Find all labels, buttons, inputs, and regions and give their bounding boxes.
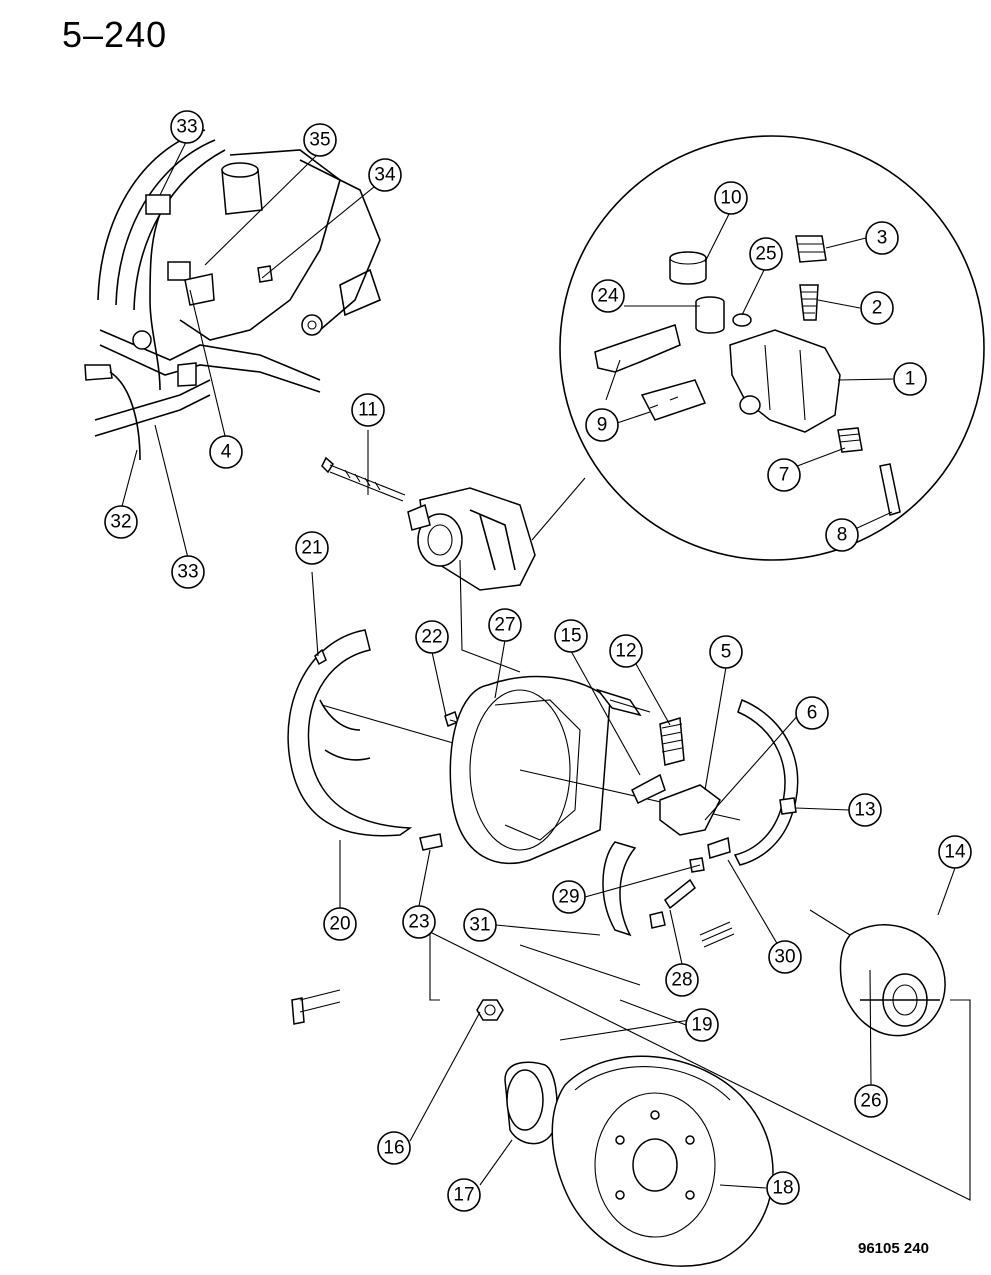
svg-text:4: 4 xyxy=(221,442,232,463)
svg-text:2: 2 xyxy=(872,298,883,319)
callout-31: 31 xyxy=(463,908,497,942)
svg-text:17: 17 xyxy=(453,1185,474,1206)
callout-9: 9 xyxy=(585,408,619,442)
callout-6: 6 xyxy=(795,696,829,730)
svg-text:23: 23 xyxy=(408,912,429,933)
callout-14: 14 xyxy=(938,835,972,869)
callout-13: 13 xyxy=(848,793,882,827)
caliper-assembly xyxy=(321,456,586,673)
svg-text:21: 21 xyxy=(301,538,322,559)
svg-text:27: 27 xyxy=(494,615,515,636)
callout-33-a: 33 xyxy=(170,110,204,144)
svg-text:33: 33 xyxy=(176,117,197,138)
callout-1: 1 xyxy=(893,362,927,396)
svg-text:20: 20 xyxy=(329,914,350,935)
callout-8: 8 xyxy=(825,518,859,552)
svg-text:25: 25 xyxy=(755,244,776,265)
svg-text:12: 12 xyxy=(615,641,636,662)
svg-text:1: 1 xyxy=(905,369,916,390)
callout-32: 32 xyxy=(104,505,138,539)
hub-and-rotor xyxy=(291,924,946,1267)
callout-10: 10 xyxy=(714,181,748,215)
callout-24: 24 xyxy=(591,279,625,313)
svg-text:22: 22 xyxy=(421,627,442,648)
svg-text:26: 26 xyxy=(860,1091,881,1112)
caliper-detail-circle xyxy=(559,135,985,561)
callout-19: 19 xyxy=(685,1008,719,1042)
callout-29: 29 xyxy=(552,880,586,914)
callout-17: 17 xyxy=(447,1178,481,1212)
callout-4: 4 xyxy=(209,435,243,469)
callout-3: 3 xyxy=(865,221,899,255)
svg-text:28: 28 xyxy=(671,970,692,991)
callout-5: 5 xyxy=(709,635,743,669)
callout-12: 12 xyxy=(609,634,643,668)
svg-text:29: 29 xyxy=(558,887,579,908)
callout-28: 28 xyxy=(665,963,699,997)
callout-34: 34 xyxy=(368,158,402,192)
svg-text:13: 13 xyxy=(854,800,875,821)
svg-text:11: 11 xyxy=(358,400,378,421)
svg-text:9: 9 xyxy=(597,415,608,436)
svg-text:19: 19 xyxy=(691,1015,712,1036)
callout-7: 7 xyxy=(767,458,801,492)
svg-text:8: 8 xyxy=(837,525,848,546)
callout-11: 11 xyxy=(351,393,385,427)
svg-text:30: 30 xyxy=(774,947,795,968)
svg-text:32: 32 xyxy=(110,512,131,533)
svg-text:3: 3 xyxy=(877,228,888,249)
callout-22: 22 xyxy=(415,620,449,654)
callout-25: 25 xyxy=(749,237,783,271)
svg-text:35: 35 xyxy=(309,130,330,151)
callout-33-b: 33 xyxy=(171,555,205,589)
svg-text:16: 16 xyxy=(383,1138,404,1159)
vehicle-suspension-illustration xyxy=(84,129,381,461)
leader-lines xyxy=(120,139,956,1189)
svg-text:24: 24 xyxy=(597,286,619,307)
page-number: 5–240 xyxy=(62,14,168,55)
svg-text:15: 15 xyxy=(560,626,581,647)
callout-2: 2 xyxy=(860,291,894,325)
svg-text:34: 34 xyxy=(374,165,396,186)
callout-15: 15 xyxy=(554,619,588,653)
svg-text:18: 18 xyxy=(772,1178,793,1199)
brake-shoe-and-backing-plate xyxy=(287,629,799,948)
callout-20: 20 xyxy=(323,907,357,941)
svg-text:5: 5 xyxy=(721,642,732,663)
svg-text:14: 14 xyxy=(944,842,966,863)
figure-number: 96105 240 xyxy=(858,1240,929,1257)
callout-23: 23 xyxy=(402,905,436,939)
callout-21: 21 xyxy=(295,531,329,565)
assembly-guide-lines xyxy=(429,909,971,1201)
svg-text:10: 10 xyxy=(720,188,741,209)
callout-30: 30 xyxy=(768,940,802,974)
svg-text:7: 7 xyxy=(779,465,790,486)
callout-18: 18 xyxy=(766,1171,800,1205)
svg-text:33: 33 xyxy=(177,562,198,583)
callout-26: 26 xyxy=(854,1084,888,1118)
svg-text:6: 6 xyxy=(807,703,818,724)
callout-27: 27 xyxy=(488,608,522,642)
callout-16: 16 xyxy=(377,1131,411,1165)
svg-text:31: 31 xyxy=(469,915,490,936)
callout-35: 35 xyxy=(303,123,337,157)
